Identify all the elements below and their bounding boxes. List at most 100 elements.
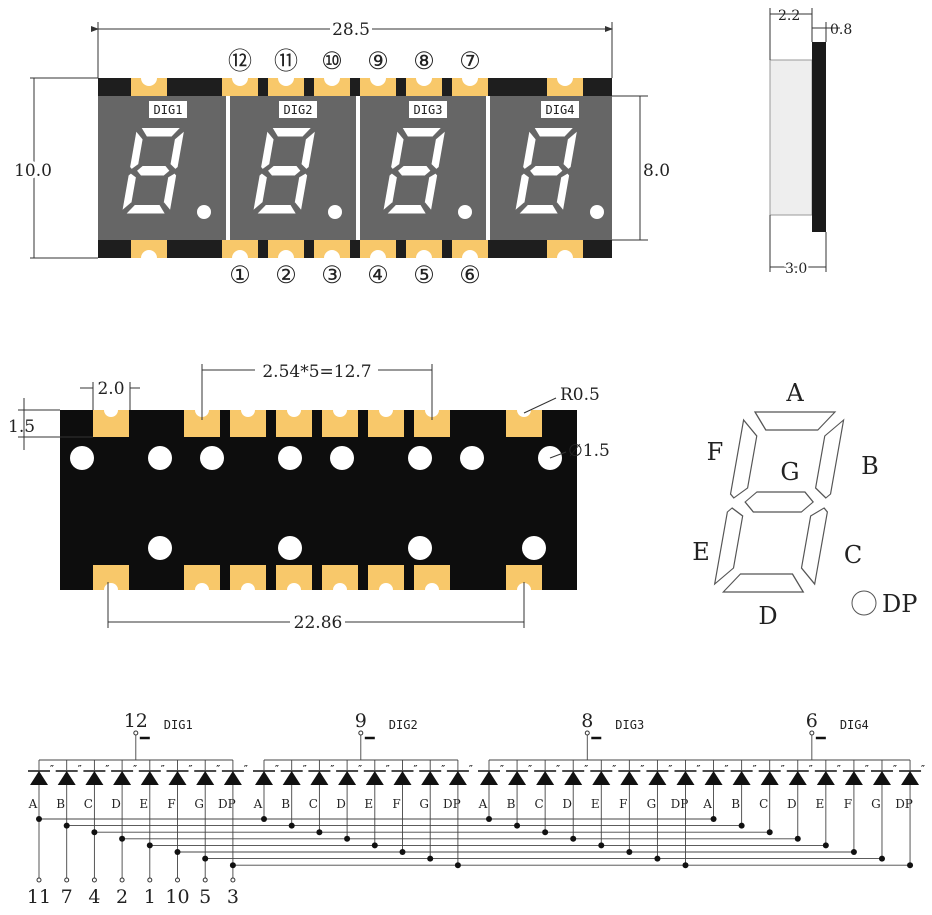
- pad-height-dimension: 1.5: [8, 417, 35, 437]
- pad-notch: [141, 250, 157, 266]
- led-diode-icon: [168, 771, 187, 785]
- light-emission-icon: ″: [893, 765, 897, 775]
- digit-label: DIG3: [414, 103, 443, 117]
- segment-label: G: [194, 797, 204, 811]
- segment-d: [126, 204, 165, 214]
- segment-label: DP: [671, 797, 689, 811]
- pin-number-top: ⑪: [274, 47, 298, 75]
- height-dimension: 10.0: [14, 161, 52, 181]
- led-diode-icon: [592, 771, 611, 785]
- digit-separator: [486, 96, 490, 240]
- pad-notch: [278, 250, 294, 266]
- light-emission-icon: ″: [753, 765, 757, 775]
- light-emission-icon: ″: [556, 765, 560, 775]
- segment-label: B: [56, 797, 65, 811]
- junction-dot: [371, 842, 378, 849]
- junction-dot: [174, 849, 181, 855]
- segment-a: [753, 411, 837, 431]
- led-diode-icon: [393, 771, 412, 785]
- junction-dot: [710, 816, 717, 822]
- side-dim-3-0: 3.0: [785, 261, 807, 277]
- pin-terminal: [36, 877, 42, 883]
- digit-name: DIG4: [840, 718, 869, 732]
- solder-pad: [314, 78, 350, 96]
- led-diode-icon: [30, 771, 48, 785]
- led-diode-icon: [223, 771, 242, 785]
- led-diode-icon: [57, 771, 76, 785]
- pin-number-bottom: ⑥: [459, 261, 481, 289]
- light-emission-icon: ″: [105, 765, 109, 775]
- light-emission-icon: ″: [696, 765, 700, 775]
- segment-label: DP: [218, 797, 236, 811]
- segment-e: [713, 507, 744, 586]
- pad-notch: [104, 403, 118, 417]
- decimal-point: [328, 205, 342, 219]
- light-emission-icon: ″: [161, 765, 165, 775]
- pad-notch: [141, 70, 157, 86]
- junction-dot: [794, 835, 801, 842]
- segment-label: DP: [895, 797, 913, 811]
- segment-label: F: [392, 797, 400, 811]
- pin-number-top: ⑩: [321, 47, 343, 75]
- segment-d: [387, 204, 426, 214]
- junction-dot: [427, 855, 434, 862]
- light-emission-icon: ″: [584, 765, 588, 775]
- led-diode-icon: [480, 771, 498, 785]
- pitch-dimension: 2.54*5=12.7: [262, 362, 371, 382]
- segment-a: [141, 128, 180, 137]
- led-diode-icon: [788, 771, 807, 785]
- common-pin-number: 12: [124, 710, 148, 732]
- light-emission-icon: ″: [781, 765, 785, 775]
- segment-d: [257, 204, 296, 214]
- segment-label: G: [647, 797, 657, 811]
- junction-dot: [766, 829, 773, 836]
- solder-pad: [547, 78, 583, 96]
- led-diode-icon: [872, 771, 891, 785]
- led-diode-icon: [113, 771, 132, 785]
- led-diode-icon: [760, 771, 779, 785]
- digit-label-box: [541, 101, 579, 118]
- light-emission-icon: ″: [50, 765, 54, 775]
- digit-name: DIG2: [389, 718, 418, 732]
- common-pin-number: 9: [355, 710, 367, 732]
- segment-pin-number: 10: [165, 886, 189, 908]
- pad-notch: [370, 70, 386, 86]
- light-emission-icon: ″: [640, 765, 644, 775]
- digit-label-box: [279, 101, 317, 118]
- segment-label: E: [815, 797, 824, 811]
- segment-g: [744, 491, 814, 513]
- segment-b: [431, 131, 445, 169]
- segment-g: [268, 166, 301, 176]
- mounting-hole: [148, 536, 172, 560]
- led-diode-icon: [676, 771, 695, 785]
- pin-terminal: [64, 877, 70, 883]
- segment-c: [294, 173, 308, 210]
- pin-number-bottom: ④: [367, 261, 389, 289]
- junction-dot: [288, 822, 295, 829]
- digit-name: DIG3: [615, 718, 644, 732]
- pin-terminal: [147, 877, 153, 883]
- segment-c: [556, 173, 570, 210]
- window-height-dimension: 8.0: [643, 161, 670, 181]
- junction-dot: [878, 855, 885, 862]
- solder-pad: [360, 78, 396, 96]
- led-diode-icon: [648, 771, 667, 785]
- junction-dot: [91, 829, 98, 836]
- light-emission-icon: ″: [837, 765, 841, 775]
- led-diode-icon: [338, 771, 357, 785]
- segment-label: D: [562, 797, 572, 811]
- light-emission-icon: ″: [469, 765, 473, 775]
- junction-dot: [738, 822, 745, 829]
- light-emission-icon: ″: [612, 765, 616, 775]
- side-view: 2.2 0.8 3.0: [769, 8, 852, 279]
- segment-label: D: [787, 797, 797, 811]
- legend-label-d: D: [758, 602, 777, 630]
- segment-e: [515, 173, 529, 210]
- segment-c: [163, 173, 177, 210]
- pad-notch: [517, 403, 531, 417]
- solder-pad: [314, 240, 350, 258]
- pad-notch: [557, 70, 573, 86]
- pad-notch: [241, 403, 255, 417]
- legend-label-f: F: [707, 438, 724, 466]
